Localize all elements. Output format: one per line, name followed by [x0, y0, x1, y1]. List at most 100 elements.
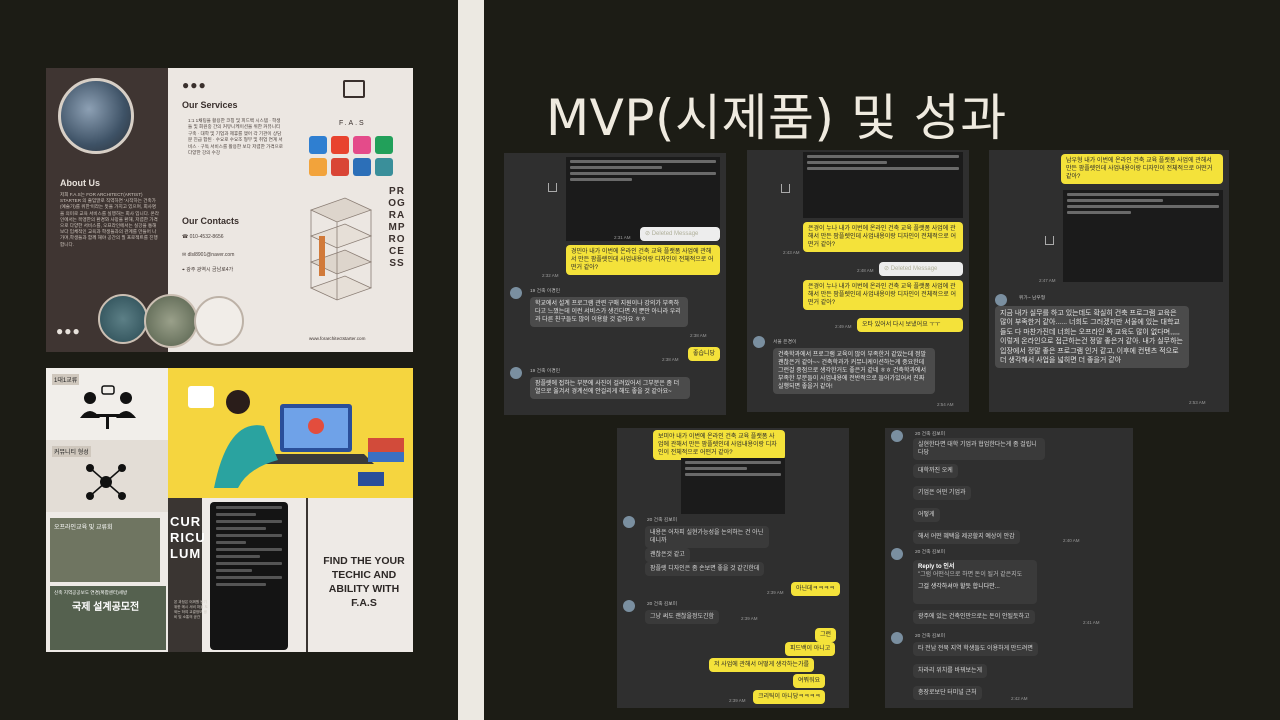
sender-name: 20 건축 김보미: [647, 602, 678, 607]
sent-message: 경민아 내가 이번에 온라인 건축 교육 플랫폼 사업에 관해서 만든 팜플렛인…: [566, 245, 720, 275]
avatar: [623, 600, 635, 612]
location-icon: ⌖: [182, 267, 187, 273]
message-time: 2:41 AM: [1083, 620, 1100, 625]
sender-name: 20 건축 김보미: [647, 518, 678, 523]
received-message: 충장로보단 터미널 근처: [913, 686, 982, 700]
received-message: 괜찮은것 같고: [645, 548, 690, 562]
avatar: [891, 548, 903, 560]
chat-screenshot-5: 20 건축 김보미 실현한다면 대학 기업과 협업한다는게 좀 걸립니다당 대학…: [885, 428, 1133, 708]
website-url: www.forarchitectstarter.com: [309, 336, 366, 341]
contact-email: ✉ dlsl8901@naver.com: [182, 252, 235, 258]
sent-message: 남우형 내가 이번에 온라인 건축 교육 플랫폼 사업에 관해서 만든 팜플렛인…: [1061, 154, 1223, 184]
laptop-illustration-icon: [188, 386, 404, 488]
received-message: 광주에 있는 건축인만으로는 돈이 안될듯하고: [913, 610, 1035, 624]
curriculum-title: CURRICULUM: [170, 514, 206, 561]
received-message: 팜플렛에 접하는 부분에 사진이 걸려있어서 그부분은 좀 더 열으로 옮겨서 …: [530, 377, 690, 399]
sent-message: 그런: [815, 628, 837, 642]
message-time: 2:47 AM: [1039, 278, 1056, 283]
chat-screenshot-2: 은경이 누나 내가 이번에 온라인 건축 교육 플랫폼 사업에 관해서 만든 팜…: [747, 150, 969, 412]
software-icon: [309, 158, 327, 176]
deleted-message: ⊘ Deleted Message: [879, 262, 963, 276]
received-message: 그냥 써도 괜찮을정도긴함: [645, 610, 720, 624]
message-time: 2:31 AM: [614, 235, 631, 240]
dots-decoration: ●●●: [56, 324, 81, 338]
software-icon: [331, 136, 349, 154]
offline-class-label: 오프라인교육 및 교류회: [54, 525, 113, 531]
received-message: 팜플렛 디자인은 좀 손보면 좋을 것 같긴한데: [645, 562, 765, 576]
avatar: [891, 430, 903, 442]
services-text: 1:1 1채팅을 활용한 코칭 및 피드백 시스템 · 학생들 및 회원중 간의…: [188, 118, 283, 156]
avatar: [995, 294, 1007, 306]
competition-photo: 신축 지역공공보도 연경(복합센터)세방 국제 설계공모전: [50, 586, 166, 650]
sent-message: 저 사업에 관해서 어떻게 생각하는가를: [709, 658, 814, 672]
curriculum-panel: [168, 498, 202, 652]
message-time: 2:39 AM: [741, 616, 758, 621]
message-time: 2:38 AM: [690, 333, 707, 338]
competition-sublabel: 신축 지역공공보도 연경(복합센터)세방: [54, 590, 128, 595]
message-time: 2:32 AM: [542, 273, 559, 278]
message-time: 2:39 AM: [729, 698, 746, 703]
message-time: 2:39 AM: [767, 590, 784, 595]
message-time: 2:42 AM: [1011, 696, 1028, 701]
chat-screenshot-3: 남우형 내가 이번에 온라인 건축 교육 플랫폼 사업에 관해서 만든 팜플렛인…: [989, 150, 1229, 412]
software-icon: [353, 136, 371, 154]
message-time: 2:53 AM: [1189, 400, 1206, 405]
brochure-right-panel: F.A.S PROGRA: [291, 68, 413, 352]
meeting-icon: [80, 385, 136, 429]
software-icon: [309, 136, 327, 154]
building-diagram-icon: [309, 197, 373, 301]
chat-screenshot-1: 2:31 AM ⊘ Deleted Message 경민아 내가 이번에 온라인…: [504, 153, 726, 415]
chat-screenshot-4: 보미야 내가 이번에 온라인 건축 교육 플랫폼 사업에 관해서 만든 팜플렛인…: [617, 428, 849, 708]
brochure-left-panel: About Us 저희 F.A.S는 FOR ARCHITECT(ARTIST)…: [46, 68, 168, 352]
community-label: 커뮤니티 형성: [52, 446, 91, 457]
pamphlet-thumbnail: [803, 152, 963, 218]
slide-divider: [458, 0, 484, 720]
contact-address: ⌖ 광주 광역시 금남로4가: [182, 267, 234, 273]
pamphlet-thumbnail: [681, 458, 785, 514]
received-message: 어떻게: [913, 508, 940, 522]
mail-icon: ✉: [182, 252, 188, 258]
contacts-heading: Our Contacts: [182, 216, 240, 226]
received-message: 내용은 어차피 실현가능성을 논의하는 건 아닌데니까: [645, 526, 769, 548]
received-message: 해서 어떤 혜택을 제공할지 예상이 안감: [913, 530, 1020, 544]
avatar: [891, 632, 903, 644]
software-icons: [309, 136, 395, 176]
vertical-program-process: PROGRAMPROCESS: [388, 186, 406, 269]
received-message: 건축학과에서 프로그램 교육이 많이 부족한거 같았는데 정말 괜찮은거 같아~…: [773, 348, 935, 394]
received-message: 타 전남 전북 지역 학생들도 이용하게 만드려면: [913, 642, 1038, 656]
brochure-image: About Us 저희 F.A.S는 FOR ARCHITECT(ARTIST)…: [46, 68, 413, 352]
dots-decoration-top: ●●●: [182, 78, 207, 92]
classroom-photo: [58, 78, 134, 154]
sender-name: 19 건축 이경민: [530, 289, 561, 294]
contact-phone: ☎ 010-4532-8656: [182, 234, 224, 240]
received-message: 대학까진 오케: [913, 464, 958, 478]
received-message: 학교에서 설계 프로그램 관련 구매 지원이나 강의가 부족하다고 느꼈는데 이…: [530, 297, 688, 327]
sent-message: 여쭤워요: [793, 674, 826, 688]
share-icon: [548, 183, 557, 192]
fas-slogan-panel: FIND THE YOUR TECHIC AND ABILITY WITH F.…: [306, 498, 413, 652]
received-message: 기업은 어떤 기업과: [913, 486, 971, 500]
about-text: 저희 F.A.S는 FOR ARCHITECT(ARTIST) STARTER …: [60, 192, 159, 247]
software-icon: [375, 158, 393, 176]
pamphlet-thumbnail: [1063, 190, 1223, 282]
deleted-message: ⊘ Deleted Message: [640, 227, 720, 241]
sent-message: 보미야 내가 이번에 온라인 건축 교육 플랫폼 사업에 관해서 만든 팜플렛인…: [653, 430, 785, 460]
offline-class-photo: 오프라인교육 및 교류회: [50, 518, 160, 582]
received-message: 실현한다면 대학 기업과 협업한다는게 좀 걸립니다당: [913, 438, 1045, 460]
sent-message: 아닌데ㅋㅋㅋㅋ: [791, 582, 840, 596]
avatar: [510, 287, 522, 299]
sent-message: 좋습니당: [688, 347, 721, 361]
received-message: 지금 내가 실무를 하고 있는데도 확실히 건축 프로그램 교육은 많이 부족한…: [995, 306, 1189, 369]
sender-name: 19 건축 이경민: [530, 369, 561, 374]
network-icon: [86, 464, 126, 500]
sender-name: 서울 은경이: [773, 340, 797, 345]
message-time: 2:54 AM: [937, 402, 954, 407]
software-icon: [331, 158, 349, 176]
community-panel: 커뮤니티 형성: [46, 440, 168, 512]
sent-message: 은경이 누나 내가 이번에 온라인 건축 교육 플랫폼 사업에 관해서 만든 팜…: [803, 222, 963, 252]
fas-slogan: FIND THE YOUR TECHIC AND ABILITY WITH F.…: [323, 555, 405, 609]
message-time: 2:48 AM: [857, 268, 874, 273]
phone-icon: ☎: [182, 234, 190, 240]
sketch-photo: [194, 296, 244, 346]
